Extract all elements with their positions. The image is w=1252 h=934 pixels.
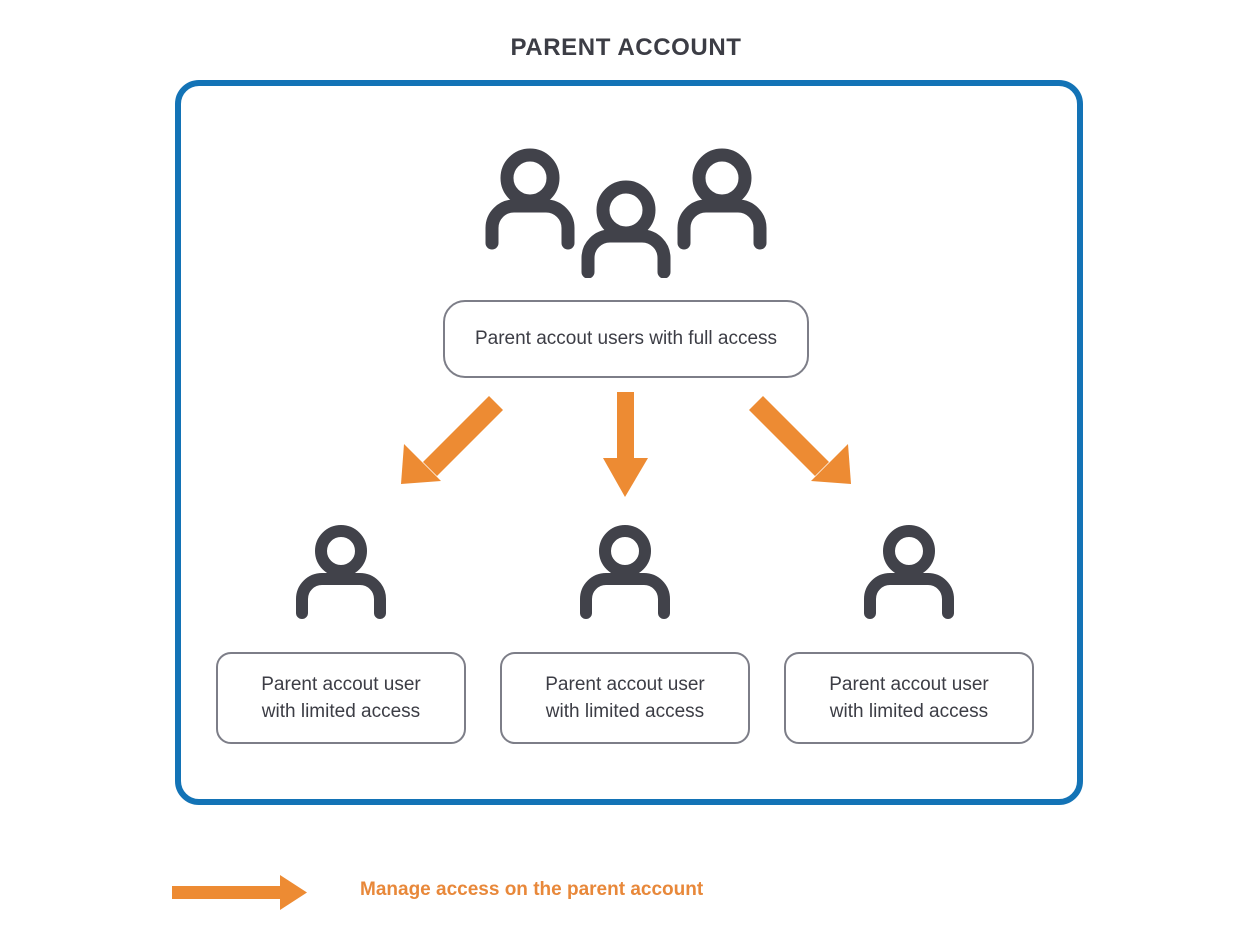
top-label-box: Parent accout users with full access bbox=[443, 300, 809, 378]
person-icon bbox=[579, 525, 671, 619]
child-label-line2: with limited access bbox=[545, 701, 705, 722]
child-label-box: Parent accout user with limited access bbox=[500, 652, 750, 744]
arrow-right-icon bbox=[170, 872, 310, 914]
users-group-icon bbox=[484, 148, 768, 279]
legend-label: Manage access on the parent account bbox=[360, 879, 704, 900]
person-icon bbox=[295, 525, 387, 619]
child-label-box: Parent accout user with limited access bbox=[784, 652, 1034, 744]
page-title: PARENT ACCOUNT bbox=[510, 34, 742, 61]
child-label-line2: with limited access bbox=[829, 701, 989, 722]
person-icon bbox=[863, 525, 955, 619]
top-label-text: Parent accout users with full access bbox=[474, 328, 778, 349]
child-label-line1: Parent accout user bbox=[261, 674, 421, 695]
child-label-text: Parent accout user with limited access bbox=[261, 671, 420, 725]
child-label-line2: with limited access bbox=[261, 701, 421, 722]
child-label-box: Parent accout user with limited access bbox=[216, 652, 466, 744]
child-label-text: Parent accout user with limited access bbox=[829, 671, 988, 725]
child-label-line1: Parent accout user bbox=[829, 674, 989, 695]
child-label-line1: Parent accout user bbox=[545, 674, 705, 695]
child-label-text: Parent accout user with limited access bbox=[545, 671, 704, 725]
